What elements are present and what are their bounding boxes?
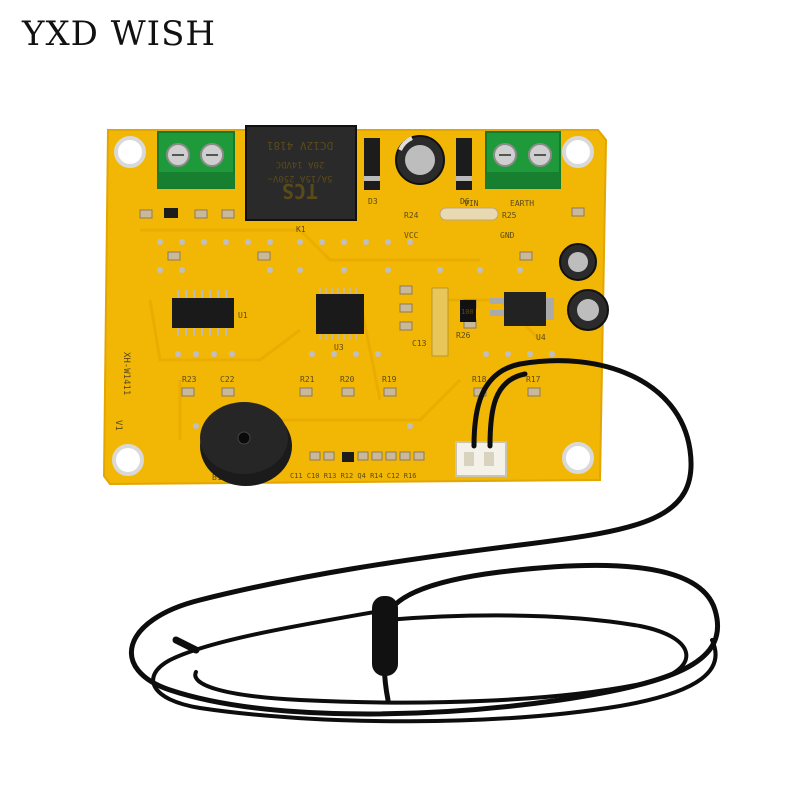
cable-tie <box>372 596 398 676</box>
label-u1: U1 <box>238 311 248 320</box>
label-u4: U4 <box>536 333 546 342</box>
label-gnd: GND <box>500 231 515 240</box>
label-r19: R19 <box>382 375 397 384</box>
label-vin: VIN <box>464 199 479 208</box>
mounting-holes <box>112 136 594 476</box>
header-pins <box>431 287 449 357</box>
buzzer <box>200 402 292 486</box>
electrolytic-capacitor-right-top <box>559 243 597 281</box>
brand-watermark: YXD WISH <box>22 14 217 54</box>
label-c22: C22 <box>220 375 235 384</box>
ic-u3 <box>316 288 364 340</box>
label-r23: R23 <box>182 375 197 384</box>
label-version: V1 <box>113 420 123 431</box>
relay-brand: TCS <box>282 179 318 203</box>
label-r18: R18 <box>472 375 487 384</box>
label-d6: D6 <box>460 197 470 206</box>
solder-vias <box>157 239 555 429</box>
electrolytic-capacitor-top <box>395 135 445 185</box>
relay-ref-label: K1 <box>296 225 306 234</box>
label-earth: EARTH <box>510 199 534 208</box>
label-bottom-row: C11 C10 R13 R12 Q4 R14 C12 R16 <box>290 472 416 480</box>
label-r24: R24 <box>404 211 419 220</box>
terminal-block-left <box>157 131 235 189</box>
label-board-id: XH-W1411 <box>121 352 131 395</box>
label-u3: U3 <box>334 343 344 352</box>
relay-line3: 5A/15A 250V~ <box>267 173 333 183</box>
label-c13: C13 <box>412 339 427 348</box>
probe-connector <box>455 441 507 477</box>
label-r20: R20 <box>340 375 355 384</box>
relay-line2: 20A 14VDC <box>276 159 325 169</box>
resistor-r24 <box>439 207 499 221</box>
label-vcc: VCC <box>404 231 419 240</box>
electrolytic-capacitor-right-bottom <box>567 289 609 331</box>
resistor-r26 <box>460 300 476 322</box>
label-r26: R26 <box>456 331 471 340</box>
relay-line1: DC12V 4181 <box>267 139 333 152</box>
terminal-block-right <box>485 131 561 189</box>
label-r21: R21 <box>300 375 315 384</box>
relay: TCS DC12V 4181 20A 14VDC 5A/15A 250V~ <box>245 125 357 221</box>
label-d3: D3 <box>368 197 378 206</box>
diode-d6 <box>456 138 472 190</box>
label-r25: R25 <box>502 211 517 220</box>
ic-u1 <box>172 290 234 336</box>
diode-d3 <box>364 138 380 190</box>
regulator-u4 <box>490 292 554 326</box>
resistor-code: 100 <box>461 308 474 316</box>
temperature-probe-cable <box>129 358 721 724</box>
transistors <box>164 208 354 462</box>
label-b1: B1 <box>212 473 222 482</box>
label-r17: R17 <box>526 375 541 384</box>
